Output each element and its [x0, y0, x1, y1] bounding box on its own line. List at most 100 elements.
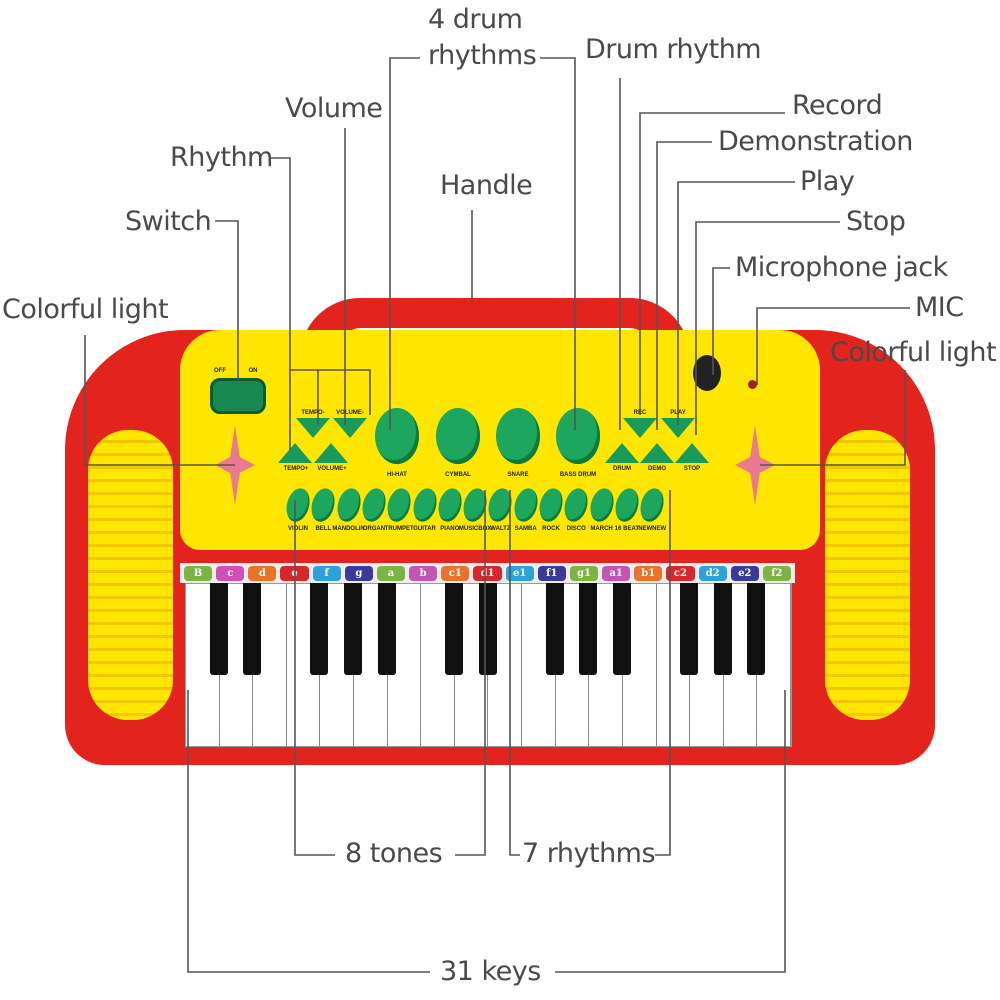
note-label: b1 [634, 565, 663, 581]
tone-rhythm-label: VIOLIN [287, 526, 309, 532]
black-key[interactable] [545, 583, 564, 675]
white-key[interactable] [253, 584, 287, 746]
record-button[interactable] [623, 418, 657, 438]
tone-rhythm-label: MUSICBOX [458, 526, 492, 532]
white-key[interactable] [388, 584, 422, 746]
callout-record: Record [792, 90, 883, 121]
callout-rhythms: rhythms [428, 40, 537, 71]
callout-mic: MIC [915, 292, 964, 323]
callout-switch: Switch [125, 206, 212, 237]
black-key[interactable] [310, 583, 329, 675]
black-key[interactable] [579, 583, 598, 675]
black-key[interactable] [243, 583, 262, 675]
drum-pad-label: SNARE [507, 472, 529, 478]
note-label: c1 [441, 565, 470, 581]
note-label: f1 [537, 565, 566, 581]
note-label: f [312, 565, 341, 581]
callout-microphone-jack: Microphone jack [735, 252, 948, 283]
tone-rhythm-label: MARCH [590, 526, 613, 532]
note-label: a1 [602, 565, 631, 581]
on-label: ON [248, 368, 258, 374]
volume-minus-button[interactable] [333, 418, 367, 438]
note-label: e1 [505, 565, 534, 581]
black-key[interactable] [612, 583, 631, 675]
black-key[interactable] [478, 583, 497, 675]
callout-volume: Volume [285, 93, 383, 124]
drum-label: DRUM [613, 466, 631, 472]
white-key[interactable] [757, 584, 791, 746]
callout-8-tones: 8 tones [345, 838, 443, 869]
black-key[interactable] [344, 583, 363, 675]
drum-button[interactable] [605, 443, 639, 463]
note-label: d1 [473, 565, 502, 581]
drum-pad-label: BASS DRUM [559, 472, 597, 478]
note-label: e2 [730, 565, 759, 581]
callout-31-keys: 31 keys [440, 956, 541, 987]
white-key[interactable] [488, 584, 523, 746]
mic-icon [748, 380, 757, 389]
volume-plus-button[interactable] [314, 443, 348, 463]
callout-7-rhythms: 7 rhythms [522, 838, 656, 869]
callout-rhythm: Rhythm [170, 142, 273, 173]
callout-drum-rhythm: Drum rhythm [585, 34, 762, 65]
microphone-jack[interactable] [693, 355, 721, 391]
tone-rhythm-label: GUITAR [413, 526, 436, 532]
tone-rhythm-label: ORGAN [362, 526, 386, 532]
black-key[interactable] [747, 583, 766, 675]
tone-rhythm-label: WALTZ [490, 526, 511, 532]
tempo-minus-label: TEMPO- [301, 410, 325, 416]
black-key[interactable] [377, 583, 396, 675]
rec-label: REC [633, 410, 647, 416]
note-label: d [248, 565, 277, 581]
callout-colorful-light-left: Colorful light [2, 294, 169, 325]
drum-pad-label: CYMBAL [445, 472, 471, 478]
note-label: c [216, 565, 245, 581]
callout-demonstration: Demonstration [718, 126, 913, 157]
demo-label: DEMO [648, 466, 666, 472]
play-button[interactable] [661, 418, 695, 438]
demo-button[interactable] [640, 443, 674, 463]
tempo-plus-label: TEMPO+ [283, 466, 309, 472]
stop-button[interactable] [675, 443, 709, 463]
play-label: PLAY [670, 410, 686, 416]
drum-pad-label: HI-HAT [387, 472, 407, 478]
tone-rhythm-label: NEWNEW [638, 526, 667, 532]
stop-label: STOP [683, 466, 701, 472]
left-speaker-grille [88, 430, 173, 720]
note-label: c2 [666, 565, 695, 581]
drum-pad-button[interactable] [375, 408, 419, 464]
black-key[interactable] [444, 583, 463, 675]
tone-rhythm-label: TRUMPET [384, 526, 414, 532]
power-switch[interactable] [210, 378, 266, 414]
tempo-plus-button[interactable] [278, 443, 312, 463]
callout-stop: Stop [846, 206, 906, 237]
right-speaker-grille [825, 430, 910, 720]
note-label: B [184, 565, 213, 581]
callout-colorful-light-right: Colorful light [830, 337, 997, 368]
callout-4-drum: 4 drum [428, 4, 523, 35]
note-label: a [376, 565, 406, 581]
callout-handle: Handle [440, 170, 533, 201]
note-label: d2 [698, 565, 727, 581]
drum-pad-button[interactable] [496, 408, 540, 464]
note-label: f2 [762, 565, 791, 581]
tone-rhythm-label: DISCO [566, 526, 586, 532]
tone-rhythm-label: BELL [315, 526, 332, 532]
tone-rhythm-label: MANDOLIN [332, 526, 365, 532]
tempo-minus-button[interactable] [296, 418, 330, 438]
drum-pad-button[interactable] [436, 408, 480, 464]
black-key[interactable] [209, 583, 228, 675]
tone-rhythm-label: 16 BEAT [614, 526, 640, 532]
tone-rhythm-label: PIANO [440, 526, 460, 532]
off-label: OFF [214, 368, 226, 374]
black-key[interactable] [680, 583, 699, 675]
drum-pad-button[interactable] [556, 408, 600, 464]
callout-play: Play [800, 166, 855, 197]
note-label: g [344, 565, 373, 581]
volume-minus-label: VOLUME- [336, 410, 364, 416]
black-key[interactable] [713, 583, 732, 675]
tone-rhythm-label: SAMBA [514, 526, 537, 532]
volume-plus-label: VOLUME+ [317, 466, 347, 472]
tone-rhythm-label: ROCK [542, 526, 560, 532]
